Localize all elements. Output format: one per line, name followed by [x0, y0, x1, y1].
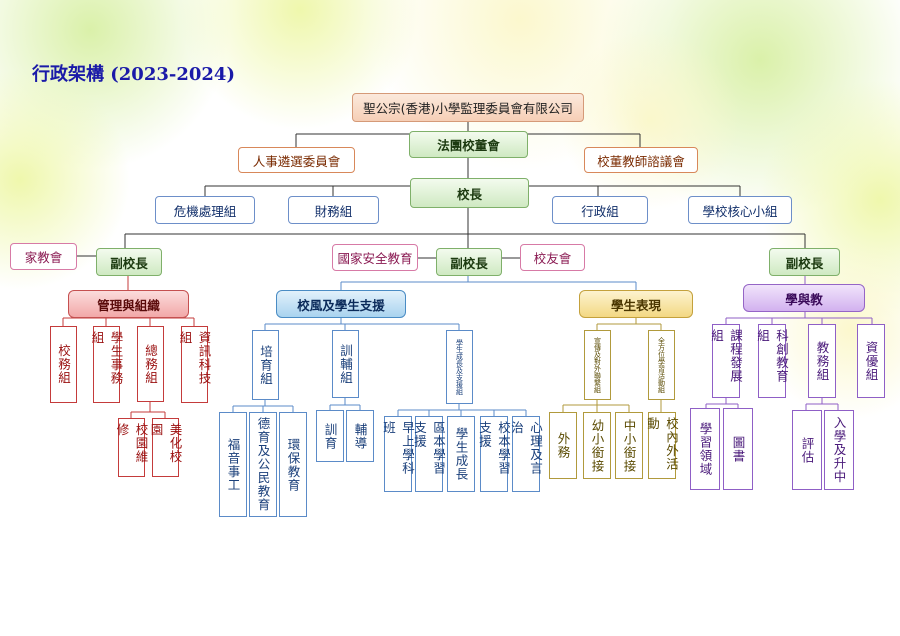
- sub-district-support: 區本學習支援: [412, 416, 446, 492]
- sub-activities: 校內外活動: [645, 412, 679, 479]
- pta-box: 家教會: [10, 243, 77, 270]
- principal-box: 校長: [410, 178, 529, 208]
- group-general-affairs: 總務組: [137, 326, 164, 402]
- sub-student-growth: 學生成長: [447, 416, 475, 492]
- sub-gospel: 福音事工: [219, 412, 247, 517]
- hr-committee-box: 人事遴選委員會: [238, 147, 355, 173]
- group-academic: 教務組: [808, 324, 836, 398]
- core-team-box: 學校核心小組: [688, 196, 792, 224]
- sub-morning-class: 早上學科班: [381, 416, 415, 492]
- sub-campus-beautify: 美化校園: [149, 418, 183, 477]
- sub-admission: 入學及升中: [824, 410, 854, 490]
- alumni-box: 校友會: [520, 244, 585, 271]
- group-gifted: 資優組: [857, 324, 885, 398]
- sub-environment: 環保教育: [279, 412, 307, 517]
- sub-school-support: 校本學習支援: [477, 416, 511, 492]
- vice-principal-left-box: 副校長: [96, 248, 162, 276]
- sub-external: 外務: [549, 412, 577, 479]
- committee-box: 聖公宗(香港)小學監理委員會有限公司: [352, 93, 584, 122]
- dept-ethos-support: 校風及學生支援: [276, 290, 406, 318]
- national-security-box: 國家安全教育: [332, 244, 418, 271]
- group-curriculum: 課程發展組: [709, 324, 743, 398]
- group-school-affairs: 校務組: [50, 326, 77, 403]
- sub-assessment: 評估: [792, 410, 822, 490]
- group-growth-support: 學生成長及支援組: [446, 330, 473, 404]
- group-activities: 全方位學習活動組: [648, 330, 675, 400]
- consult-council-box: 校董教師諮議會: [584, 147, 698, 173]
- dept-admin-org: 管理與組織: [68, 290, 189, 318]
- sub-library: 圖書: [723, 408, 753, 490]
- group-nurture: 培育組: [252, 330, 279, 400]
- sub-counselling: 輔導: [346, 410, 374, 462]
- group-guidance: 訓輔組: [332, 330, 359, 398]
- admin-unit-box: 行政組: [552, 196, 648, 224]
- vice-principal-center-box: 副校長: [436, 248, 502, 276]
- board-box: 法團校董會: [409, 131, 528, 158]
- vice-principal-right-box: 副校長: [769, 248, 840, 276]
- group-promotion: 宣傳及對外聯繫組: [584, 330, 611, 400]
- sub-moral-civic: 德育及公民教育: [249, 412, 277, 517]
- group-stem: 科創教育組: [755, 324, 789, 398]
- page-title: 行政架構 (2023-2024): [32, 64, 235, 85]
- sub-p6-s1: 中小銜接: [615, 412, 643, 479]
- dept-learning-teaching: 學與教: [743, 284, 865, 312]
- sub-psych-speech: 心理及言治: [509, 416, 543, 492]
- group-student-affairs: 學生事務組: [90, 326, 124, 403]
- finance-unit-box: 財務組: [288, 196, 379, 224]
- sub-discipline: 訓育: [316, 410, 344, 462]
- sub-kg-p1: 幼小銜接: [583, 412, 611, 479]
- group-it: 資訊科技組: [178, 326, 212, 403]
- dept-student-performance: 學生表現: [579, 290, 693, 318]
- sub-campus-maintenance: 校園維修: [115, 418, 149, 477]
- sub-kla: 學習領域: [690, 408, 720, 490]
- crisis-unit-box: 危機處理組: [155, 196, 255, 224]
